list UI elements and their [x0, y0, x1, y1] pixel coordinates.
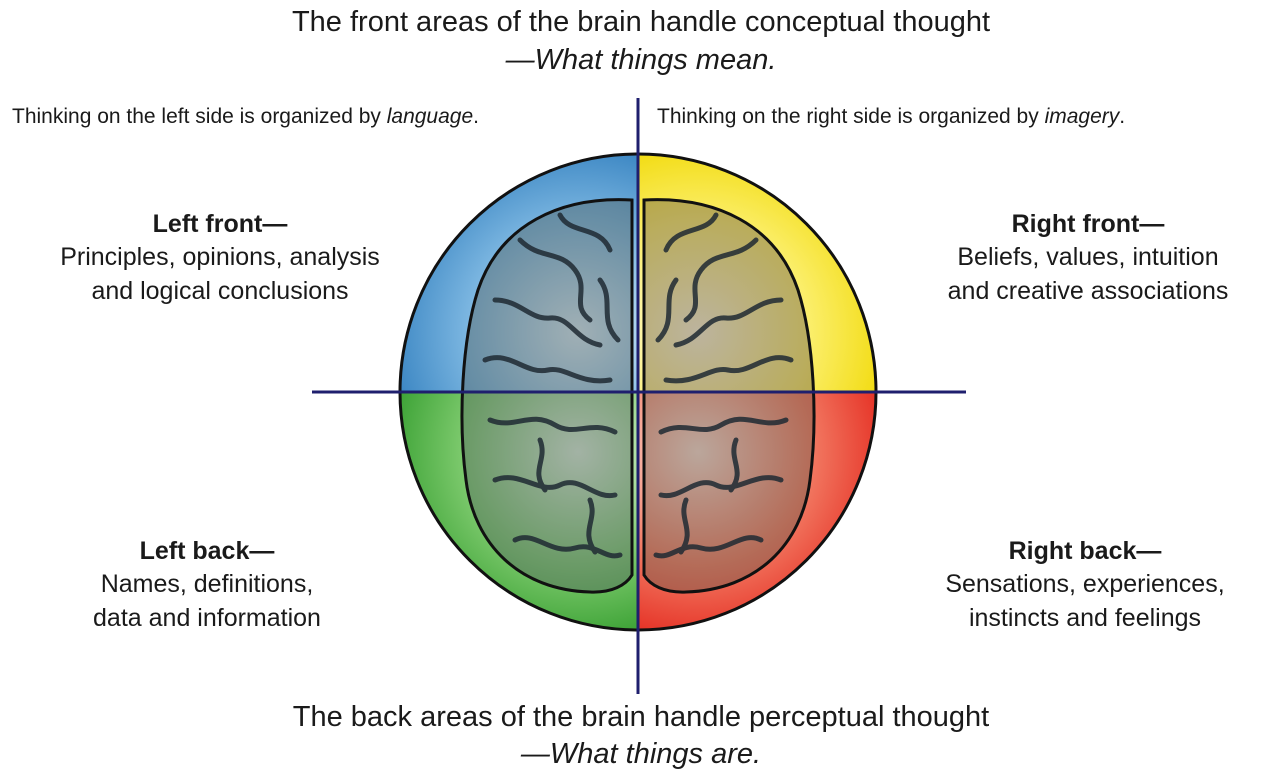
right-front-line1: Beliefs, values, intuition — [948, 240, 1229, 274]
right-side-header: Thinking on the right side is organized … — [657, 104, 1125, 130]
top-caption-line2: —What things mean. — [506, 43, 777, 77]
left-back-label: Left back— Names, definitions, data and … — [93, 535, 321, 635]
right-side-header-suffix: . — [1119, 105, 1125, 128]
right-back-line1: Sensations, experiences, — [945, 567, 1224, 601]
left-front-line1: Principles, opinions, analysis — [60, 240, 380, 274]
left-back-line2: data and information — [93, 601, 321, 635]
top-caption-line1: The front areas of the brain handle conc… — [292, 5, 990, 39]
right-front-title: Right front— — [948, 208, 1229, 240]
left-back-line1: Names, definitions, — [93, 567, 321, 601]
left-side-header-emphasis: language — [387, 105, 473, 128]
left-side-header-suffix: . — [473, 105, 479, 128]
right-front-label: Right front— Beliefs, values, intuition … — [948, 208, 1229, 308]
right-side-header-emphasis: imagery — [1045, 105, 1120, 128]
left-side-header-prefix: Thinking on the left side is organized b… — [12, 105, 387, 128]
bottom-caption-line2: —What things are. — [521, 737, 761, 771]
right-side-header-prefix: Thinking on the right side is organized … — [657, 105, 1045, 128]
left-side-header: Thinking on the left side is organized b… — [12, 104, 479, 130]
right-back-title: Right back— — [945, 535, 1224, 567]
right-back-label: Right back— Sensations, experiences, ins… — [945, 535, 1224, 635]
left-back-title: Left back— — [93, 535, 321, 567]
left-front-title: Left front— — [60, 208, 380, 240]
left-front-label: Left front— Principles, opinions, analys… — [60, 208, 380, 308]
right-back-line2: instincts and feelings — [945, 601, 1224, 635]
bottom-caption-line1: The back areas of the brain handle perce… — [293, 700, 989, 734]
left-front-line2: and logical conclusions — [60, 274, 380, 308]
right-front-line2: and creative associations — [948, 274, 1229, 308]
